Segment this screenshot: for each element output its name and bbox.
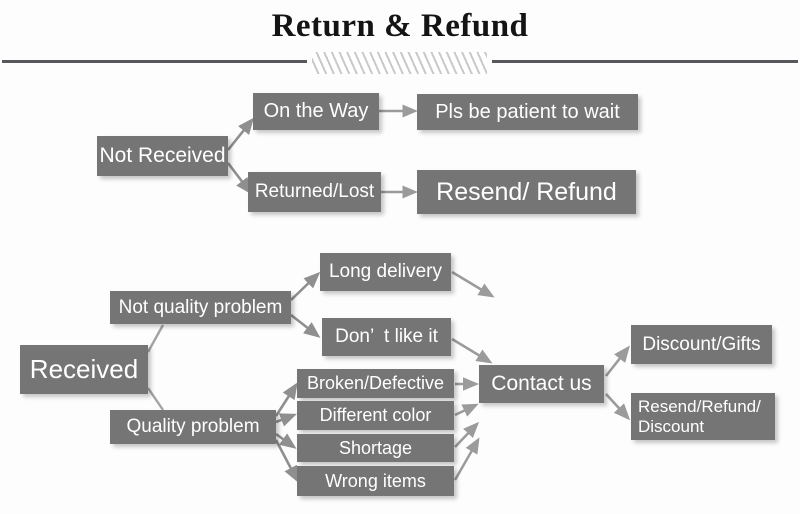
node-shortage[interactable]: Shortage bbox=[297, 434, 454, 462]
node-dont-like-it[interactable]: Don’ t like it bbox=[322, 318, 451, 356]
node-on-the-way[interactable]: On the Way bbox=[253, 93, 379, 130]
node-quality-problem[interactable]: Quality problem bbox=[110, 410, 276, 444]
title-divider bbox=[0, 52, 800, 74]
node-returned-lost[interactable]: Returned/Lost bbox=[248, 172, 381, 212]
diagonal-hatch-icon bbox=[312, 52, 487, 74]
node-pls-be-patient-to-wait[interactable]: Pls be patient to wait bbox=[417, 94, 638, 130]
node-not-quality-problem[interactable]: Not quality problem bbox=[110, 291, 291, 324]
node-received[interactable]: Received bbox=[20, 345, 148, 394]
divider-rule-right bbox=[492, 60, 798, 63]
divider-rule-left bbox=[2, 60, 307, 63]
node-resend-refund-discount[interactable]: Resend/Refund/ Discount bbox=[631, 393, 775, 440]
node-discount-gifts[interactable]: Discount/Gifts bbox=[631, 325, 772, 364]
node-long-delivery[interactable]: Long delivery bbox=[320, 253, 451, 291]
node-broken-defective[interactable]: Broken/Defective bbox=[297, 369, 454, 398]
page-title: Return & Refund bbox=[271, 8, 529, 44]
node-contact-us[interactable]: Contact us bbox=[479, 365, 604, 403]
node-wrong-items[interactable]: Wrong items bbox=[297, 466, 454, 496]
node-not-received[interactable]: Not Received bbox=[97, 136, 228, 176]
node-different-color[interactable]: Different color bbox=[297, 401, 454, 430]
node-resend-refund[interactable]: Resend/ Refund bbox=[417, 170, 636, 214]
